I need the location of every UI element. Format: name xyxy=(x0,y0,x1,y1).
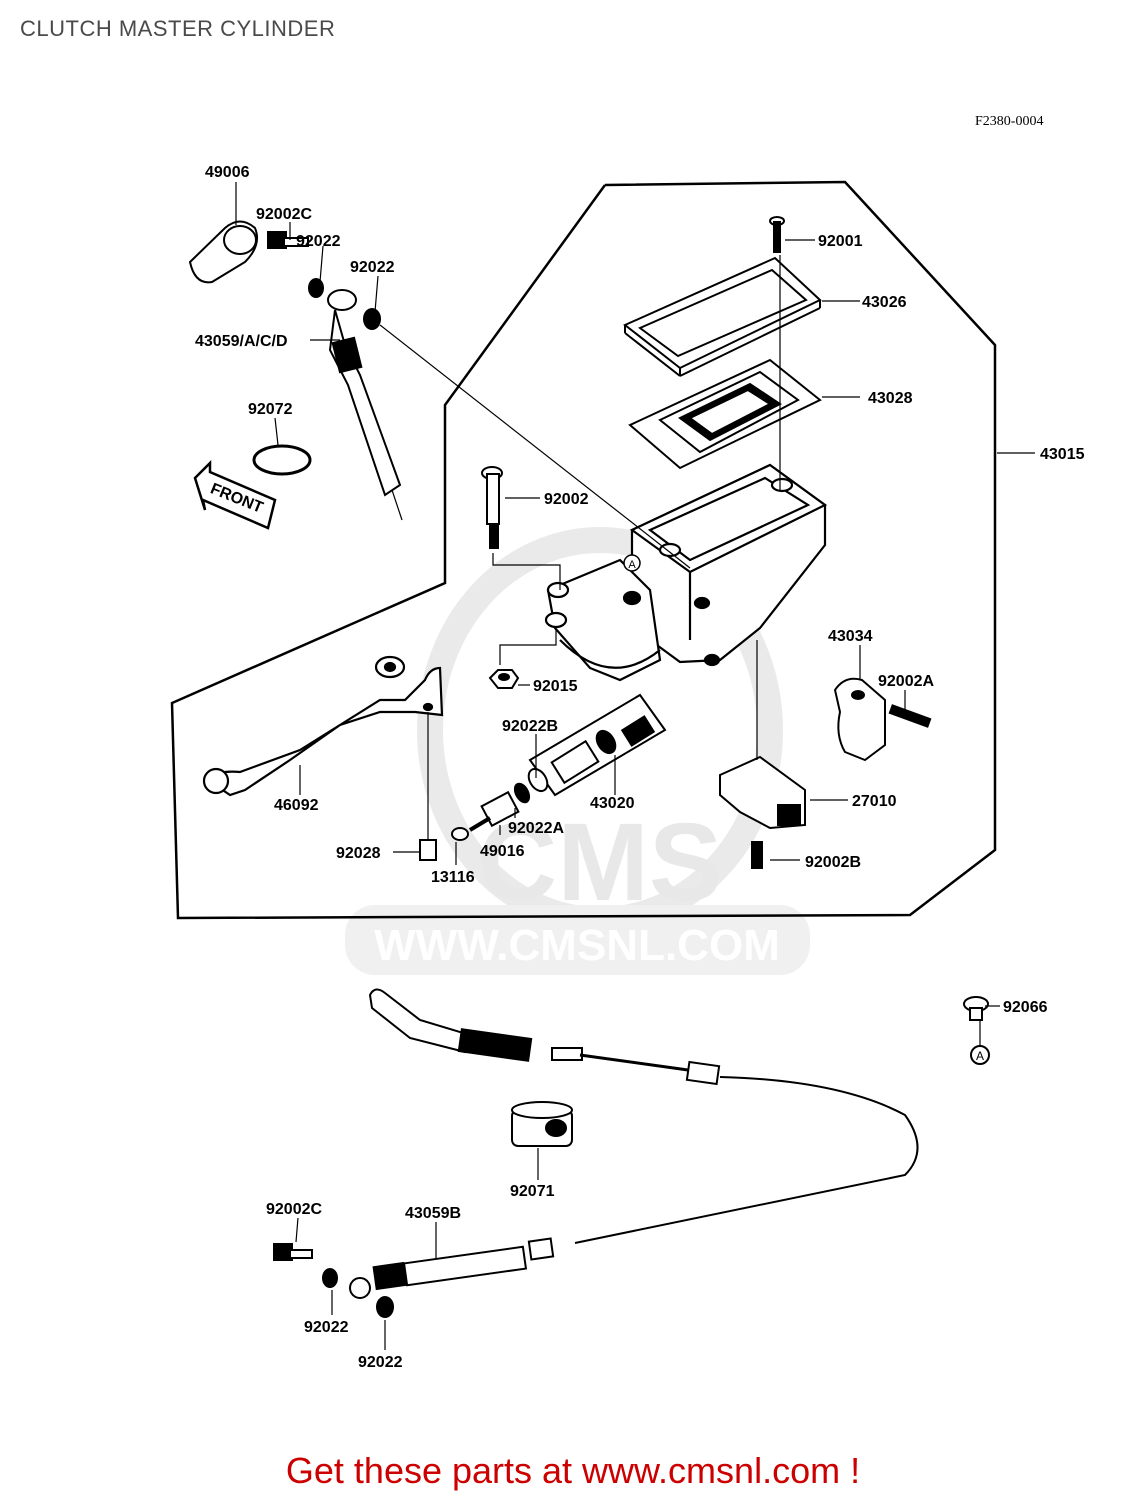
part-label: 46092 xyxy=(274,797,319,814)
master-cylinder-body xyxy=(544,463,828,682)
watermark-text: WWW.CMSNL.COM xyxy=(374,921,780,970)
ref-marker-a-icon xyxy=(623,554,641,572)
front-arrow-icon xyxy=(193,459,277,530)
reservoir-cap xyxy=(623,256,822,377)
part-label: 92022 xyxy=(296,233,341,250)
footer-link[interactable]: Get these parts at www.cmsnl.com ! xyxy=(285,1450,861,1491)
diaphragm xyxy=(628,358,822,470)
switch-27010 xyxy=(719,755,806,869)
part-label: 92022 xyxy=(350,259,395,276)
clutch-lever xyxy=(202,655,444,797)
cap-92066 xyxy=(963,996,990,1065)
part-label: 43034 xyxy=(828,628,873,645)
part-label: 92022 xyxy=(358,1354,403,1371)
part-label: 43020 xyxy=(590,795,635,812)
pushrod-parts xyxy=(419,782,531,861)
part-label: 92002B xyxy=(805,854,861,871)
part-label: 27010 xyxy=(852,793,897,810)
upper-hose-fittings xyxy=(188,220,402,497)
leader-lines xyxy=(235,182,1035,1350)
part-label: 49016 xyxy=(480,843,525,860)
nut-92015 xyxy=(488,669,520,689)
part-label: 92002C xyxy=(266,1201,322,1218)
part-label: 92028 xyxy=(336,845,381,862)
assembly-outline xyxy=(170,180,997,920)
watermark-logo-text: CMS xyxy=(478,801,722,924)
part-label: 43028 xyxy=(868,390,913,407)
part-label: 49006 xyxy=(205,164,250,181)
screw-92001 xyxy=(769,216,785,253)
diagram-code: F2380-0004 xyxy=(975,114,1044,129)
part-label: 92022A xyxy=(508,820,564,837)
part-label: 92071 xyxy=(510,1183,555,1200)
part-label: 13116 xyxy=(431,869,475,886)
part-label: 92001 xyxy=(818,233,863,250)
part-label: 92022B xyxy=(502,718,558,735)
part-label: 92066 xyxy=(1003,999,1048,1016)
part-label: 43015 xyxy=(1040,446,1085,463)
page-title: CLUTCH MASTER CYLINDER xyxy=(20,16,336,41)
lower-pipe-43059b xyxy=(273,1237,555,1318)
lower-hose xyxy=(368,988,919,1244)
ref-marker-a-2: A xyxy=(976,1049,984,1063)
part-label: 92022 xyxy=(304,1319,349,1336)
part-label: 92002C xyxy=(256,206,312,223)
cover-92071 xyxy=(511,1101,573,1147)
part-label: 92002 xyxy=(544,491,589,508)
part-label: 43059/A/C/D xyxy=(195,333,288,350)
screw-92002 xyxy=(481,466,503,549)
part-label: 43059B xyxy=(405,1205,461,1222)
clip-92072 xyxy=(252,444,312,476)
part-label: 92072 xyxy=(248,401,293,418)
part-label: 43026 xyxy=(862,294,907,311)
piston-assembly xyxy=(527,693,667,797)
watermark-logo: CMS WWW.CMSNL.COM xyxy=(345,527,810,975)
part-label: 92015 xyxy=(533,678,578,695)
parts-diagram: CMS WWW.CMSNL.COM A xyxy=(170,164,1085,1371)
part-labels: 49006 92002C 92022 92022 43059/A/C/D 920… xyxy=(195,164,1085,1371)
ref-marker-a: A xyxy=(628,559,636,571)
part-label: 92002A xyxy=(878,673,934,690)
holder-43034 xyxy=(833,677,932,762)
